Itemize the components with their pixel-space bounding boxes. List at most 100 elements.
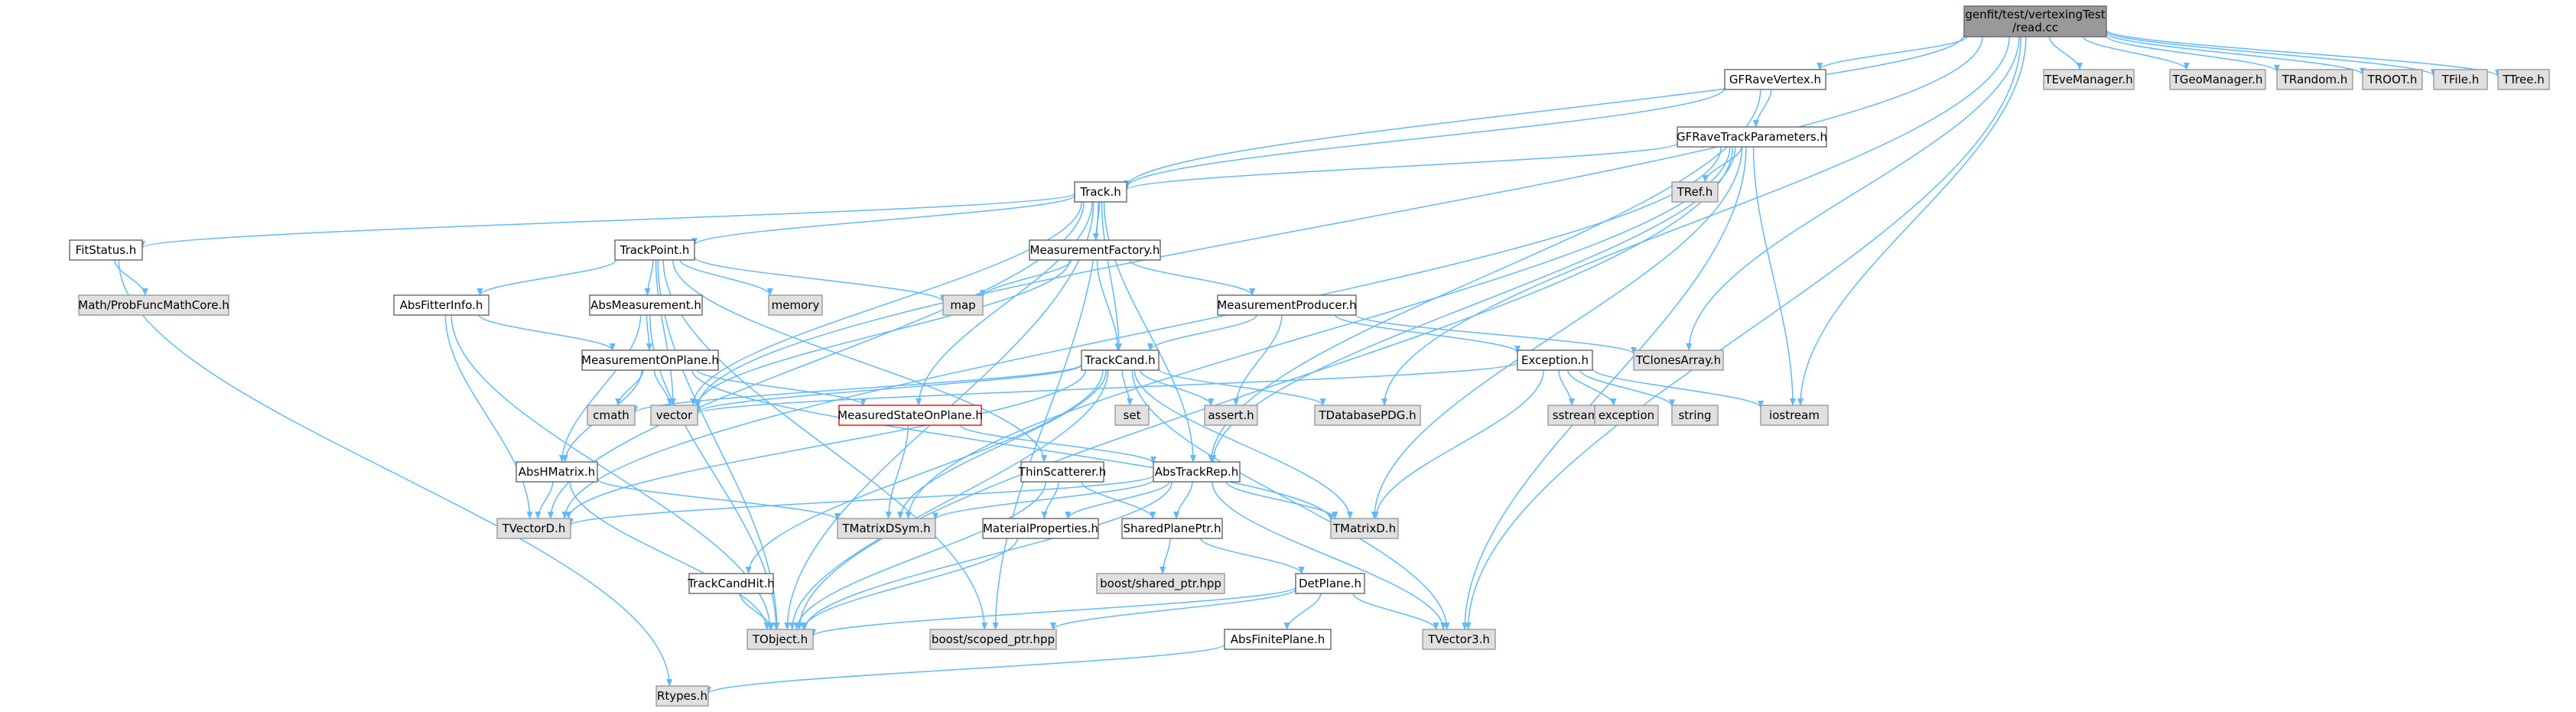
edge-root-to-trandom (2106, 35, 2280, 73)
node-label-exception-0: Exception.h (1521, 353, 1589, 367)
node-box-measonplane (581, 349, 719, 371)
node-label-tclones-0: TClonesArray.h (1635, 353, 1721, 367)
edge-measproducer-to-assert (1233, 314, 1283, 406)
node-label-map-0: map (950, 298, 975, 312)
node-box-tgeo (2169, 69, 2266, 90)
nodes-layer: genfit/test/vertexingTest/read.ccGFRaveV… (69, 5, 2550, 707)
node-label-measonplane-0: MeasurementOnPlane.h (581, 353, 719, 367)
edge-abstrackrep-to-tobject (802, 481, 1173, 630)
node-box-tdbpdg (1314, 405, 1421, 426)
edge-measfactory-to-trackcand (1096, 259, 1121, 351)
node-box-cmath (587, 405, 636, 426)
node-abshmatrix[interactable]: AbsHMatrix.h (516, 461, 598, 483)
edge-trackpoint-to-memory (679, 259, 773, 296)
node-measfactory[interactable]: MeasurementFactory.h (1029, 239, 1161, 261)
node-root[interactable]: genfit/test/vertexingTest/read.cc (1963, 5, 2107, 37)
node-matprops[interactable]: MaterialProperties.h (982, 518, 1099, 539)
node-box-tvectord (496, 518, 571, 539)
node-label-matprops-0: MaterialProperties.h (983, 522, 1098, 535)
node-gfravetp[interactable]: GFRaveTrackParameters.h (1677, 126, 1827, 148)
node-detplane[interactable]: DetPlane.h (1295, 573, 1365, 594)
edges-layer (114, 29, 2501, 694)
node-iostream: iostream (1760, 405, 1829, 426)
node-label-tvectord-0: TVectorD.h (502, 522, 566, 535)
node-trackcand[interactable]: TrackCand.h (1081, 349, 1160, 371)
node-label-abshmatrix-0: AbsHMatrix.h (519, 465, 595, 479)
edge-absfiniteplane-to-rtypes (705, 643, 1225, 694)
node-absfiniteplane[interactable]: AbsFinitePlane.h (1224, 629, 1332, 650)
node-box-measfactory (1029, 239, 1161, 261)
edge-detplane-to-absfiniteplane (1283, 593, 1322, 630)
node-trackpoint[interactable]: TrackPoint.h (614, 239, 695, 261)
node-label-boostscoped-0: boost/scoped_ptr.hpp (932, 632, 1055, 647)
edge-trackcand-to-vector (694, 364, 1082, 414)
node-absfitterinfo[interactable]: AbsFitterInfo.h (393, 294, 490, 316)
node-measonplane[interactable]: MeasurementOnPlane.h (581, 349, 719, 371)
node-track[interactable]: Track.h (1074, 181, 1127, 203)
node-box-iostream (1760, 405, 1829, 426)
edge-measonplane-to-vector (653, 369, 673, 406)
node-fitstatus[interactable]: FitStatus.h (69, 239, 143, 261)
node-abstrackrep[interactable]: AbsTrackRep.h (1153, 461, 1241, 483)
edge-measproducer-to-trackcand (1147, 314, 1257, 351)
node-label-trandom-0: TRandom.h (2282, 73, 2348, 86)
node-box-troot (2362, 69, 2423, 90)
edge-fitstatus-to-rtypes (118, 259, 673, 687)
node-exceptionstd: exception (1594, 405, 1659, 426)
node-ttree: TTree.h (2497, 69, 2550, 90)
edge-abstrackrep-to-matprops (1065, 481, 1170, 519)
edge-measproducer-to-tclones (1355, 314, 1637, 355)
edge-abshmatrix-to-tobject (569, 481, 770, 630)
edge-gfravetp-to-iostream (1752, 146, 1796, 406)
edge-sharedplane-to-detplane (1200, 538, 1305, 574)
node-measstate[interactable]: MeasuredStateOnPlane.h (838, 405, 983, 426)
node-label-cmath-0: cmath (593, 408, 629, 422)
node-thinscatterer[interactable]: ThinScatterer.h (1018, 461, 1106, 483)
node-label-tmatrixd-0: TMatrixD.h (1332, 522, 1396, 535)
edge-gfravetp-to-tmatrixd (1371, 146, 1743, 519)
node-label-iostream-0: iostream (1769, 408, 1820, 422)
edge-gfravetp-to-tvector3 (1462, 146, 1747, 630)
node-measproducer[interactable]: MeasurementProducer.h (1217, 294, 1357, 316)
node-teve: TEveManager.h (2043, 69, 2135, 90)
edge-trackcand-to-assert (1139, 369, 1215, 406)
node-map: map (942, 294, 984, 316)
edge-gfravetp-to-track (1124, 142, 1678, 191)
node-trackcandhit[interactable]: TrackCandHit.h (687, 573, 775, 594)
edge-gfravevertex-to-track (1124, 87, 1725, 189)
edge-trackpoint-to-vector (655, 259, 676, 406)
edge-track-to-fitstatus (139, 193, 1075, 249)
node-absmeas[interactable]: AbsMeasurement.h (589, 294, 703, 316)
node-exception[interactable]: Exception.h (1517, 349, 1593, 371)
node-sstream: sstream (1547, 405, 1604, 426)
node-label-detplane-0: DetPlane.h (1299, 577, 1361, 590)
node-label-string-0: string (1678, 408, 1711, 422)
node-tobject: TObject.h (746, 629, 814, 650)
edge-exception-to-string (1579, 369, 1675, 408)
node-set: set (1114, 405, 1150, 426)
node-box-track (1074, 181, 1127, 203)
node-tmatrixd: TMatrixD.h (1330, 518, 1399, 539)
edge-measstate-to-tmatrixdsym (885, 424, 909, 519)
node-label-tobject-0: TObject.h (752, 632, 808, 646)
node-gfravevertex[interactable]: GFRaveVertex.h (1724, 69, 1826, 90)
edge-absfitterinfo-to-measonplane (478, 314, 616, 351)
node-label-gfravetp-0: GFRaveTrackParameters.h (1677, 130, 1827, 144)
node-label-teve-0: TEveManager.h (2044, 73, 2132, 86)
edge-abshmatrix-to-tvectord (535, 481, 554, 519)
edge-root-to-teve (2048, 36, 2083, 70)
node-sharedplane[interactable]: SharedPlanePtr.h (1121, 518, 1223, 539)
node-label-set-0: set (1124, 408, 1141, 422)
node-tgeo: TGeoManager.h (2169, 69, 2266, 90)
node-label-tvector3-0: TVector3.h (1427, 632, 1490, 646)
node-box-sharedplane (1121, 518, 1223, 539)
edge-root-to-tclones (1686, 36, 2020, 351)
node-box-exception (1517, 349, 1593, 371)
node-box-trackpoint (614, 239, 695, 261)
node-label-root-0: genfit/test/vertexingTest (1965, 8, 2105, 21)
node-label-measfactory-0: MeasurementFactory.h (1030, 243, 1160, 257)
node-tvector3: TVector3.h (1422, 629, 1496, 650)
node-box-matprops (982, 518, 1099, 539)
node-vector: vector (650, 405, 698, 426)
edge-track-to-abstrackrep (1103, 201, 1196, 463)
